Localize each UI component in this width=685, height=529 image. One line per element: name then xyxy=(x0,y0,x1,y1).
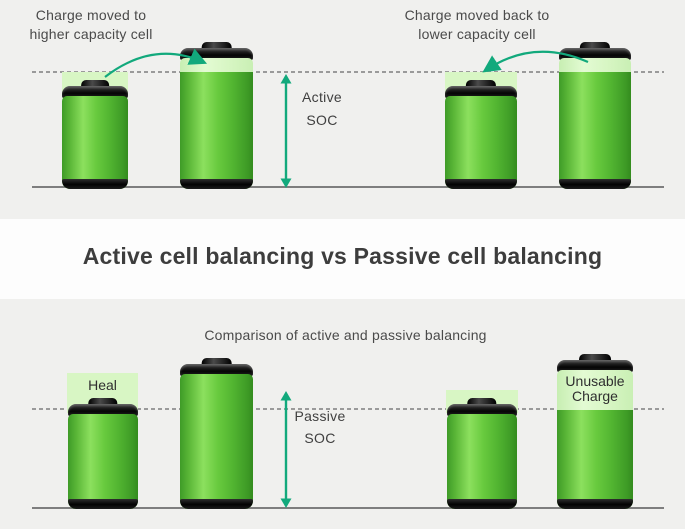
battery-cap xyxy=(180,364,253,376)
soc-label-line: Passive xyxy=(294,408,346,424)
battery-base xyxy=(559,179,631,189)
caption-line: Charge moved back to xyxy=(404,7,550,23)
soc-label-line: SOC xyxy=(306,112,338,128)
battery-unusable-charge-cell: Unusable Charge xyxy=(557,354,633,509)
soc-label-line: Active xyxy=(302,89,342,105)
active-baseline xyxy=(32,186,664,188)
battery-terminal xyxy=(579,354,611,363)
charge-transfer-left-arrow xyxy=(482,50,589,73)
comparison-subtitle: Comparison of active and passive balanci… xyxy=(204,327,487,343)
battery-cap xyxy=(68,404,138,416)
page-title: Active cell balancing vs Passive cell ba… xyxy=(82,243,603,269)
title-band xyxy=(0,219,685,299)
battery-body xyxy=(68,414,138,509)
unusable-charge-line: Unusable xyxy=(565,373,625,389)
battery-base xyxy=(445,179,517,189)
charge-fill xyxy=(180,374,253,509)
active-left-caption: Charge moved to higher capacity cell xyxy=(10,6,172,44)
battery-terminal xyxy=(201,42,232,51)
active-soc-threshold-line xyxy=(32,71,664,73)
battery-base xyxy=(62,179,128,189)
battery-body: Unusable Charge xyxy=(557,370,633,509)
battery-cap xyxy=(445,86,517,98)
passive-soc-label: Passive SOC xyxy=(288,405,352,449)
charge-fill xyxy=(447,414,517,509)
battery-terminal xyxy=(579,42,611,51)
battery-body xyxy=(62,96,128,189)
caption-line: Charge moved to xyxy=(35,7,147,23)
battery-body xyxy=(445,96,517,189)
battery-body xyxy=(447,414,517,509)
battery-low-cell xyxy=(68,398,138,509)
charge-fill xyxy=(445,96,517,189)
battery-low-cell xyxy=(447,398,517,509)
battery-cap xyxy=(557,360,633,372)
caption-line: higher capacity cell xyxy=(29,26,153,42)
charge-fill xyxy=(62,96,128,189)
battery-body xyxy=(180,374,253,509)
battery-low-cell xyxy=(62,80,128,189)
charge-transfer-right-arrow xyxy=(104,48,208,78)
active-soc-range-arrow xyxy=(280,74,292,188)
battery-terminal xyxy=(88,398,118,407)
passive-soc-range-arrow xyxy=(280,391,292,508)
battery-terminal xyxy=(465,80,497,89)
unusable-charge-line: Charge xyxy=(572,388,618,404)
passive-soc-threshold-line xyxy=(32,408,664,410)
active-right-caption: Charge moved back to lower capacity cell xyxy=(395,6,559,44)
battery-full-cell xyxy=(180,358,253,509)
battery-terminal xyxy=(81,80,109,89)
charge-fill xyxy=(68,414,138,509)
battery-body xyxy=(559,58,631,189)
heal-label: Heal xyxy=(88,377,117,393)
caption-line: lower capacity cell xyxy=(418,26,536,42)
battery-terminal xyxy=(467,398,497,407)
battery-cap xyxy=(447,404,517,416)
battery-base xyxy=(180,179,253,189)
battery-base xyxy=(68,499,138,509)
battery-high-cell xyxy=(559,42,631,189)
active-soc-label: Active SOC xyxy=(292,86,352,132)
charge-fill xyxy=(180,72,253,189)
battery-cap xyxy=(62,86,128,98)
battery-terminal xyxy=(201,358,232,367)
battery-base xyxy=(447,499,517,509)
returned-charge-segment xyxy=(559,58,631,72)
unusable-charge-label: Unusable Charge xyxy=(557,370,633,404)
battery-low-cell xyxy=(445,80,517,189)
battery-base xyxy=(180,499,253,509)
unusable-charge-segment: Unusable Charge xyxy=(557,370,633,410)
soc-label-line: SOC xyxy=(304,430,336,446)
battery-body xyxy=(180,58,253,189)
passive-baseline xyxy=(32,507,664,509)
charge-fill xyxy=(559,72,631,189)
battery-base xyxy=(557,499,633,509)
charge-fill xyxy=(557,410,633,509)
